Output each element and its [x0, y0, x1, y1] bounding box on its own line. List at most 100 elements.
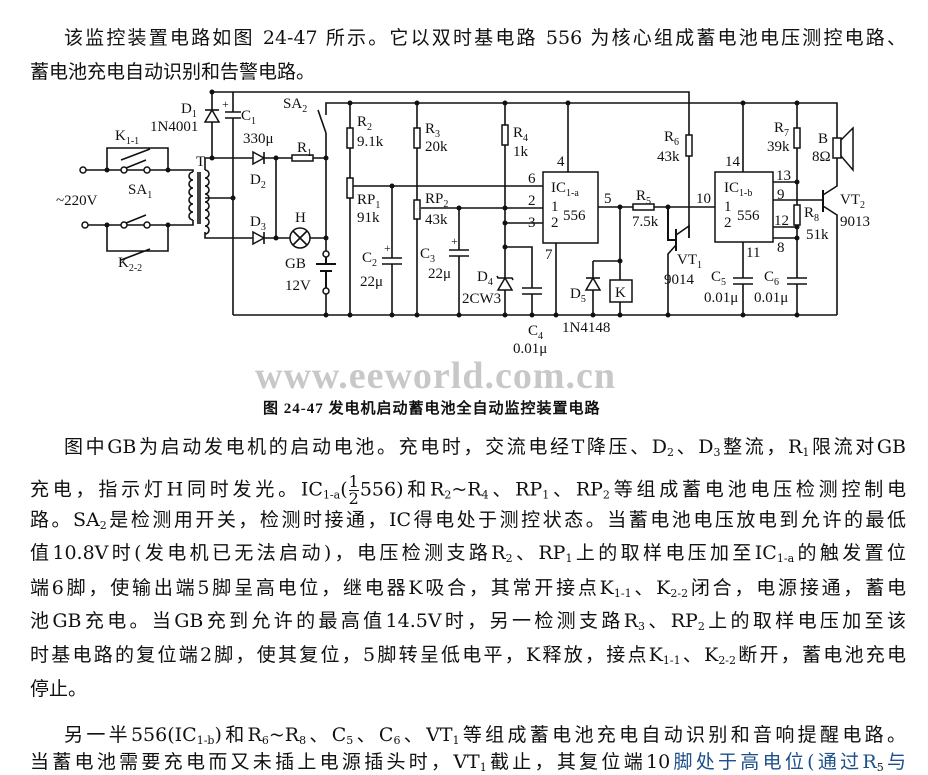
label-text: C	[420, 246, 430, 262]
text-run: 、VT	[400, 724, 453, 746]
label-p5: 5	[604, 191, 612, 207]
component-labels: D11N4001C1330μK1-1TD2R1SA2SA1~220VD3HK2-…	[56, 96, 870, 357]
label-d4: D4	[477, 269, 493, 288]
label-text: C	[764, 269, 774, 285]
label-text: R	[297, 140, 307, 156]
text-run: 截止，其复位端10	[486, 751, 671, 773]
label-text: D	[477, 269, 488, 285]
label-subscript: 2	[302, 104, 307, 115]
diode-d5-icon	[584, 276, 602, 291]
text-run: 556)和R	[359, 478, 445, 501]
subscript: 2-2	[670, 587, 689, 600]
label-subscript: 2	[372, 258, 377, 269]
label-text: H	[295, 210, 306, 226]
label-subscript: 5	[581, 294, 586, 305]
resistor-r4-icon	[501, 124, 509, 146]
relay-contact-k22-icon	[106, 225, 169, 261]
label-subscript: 1-a	[566, 188, 579, 199]
label-text: 20k	[425, 139, 448, 155]
label-text: 1	[551, 199, 559, 215]
label-c4: C4	[528, 323, 543, 342]
label-p10: 10	[696, 191, 711, 207]
diode-d2-icon	[252, 150, 266, 166]
fraction-numerator: 1	[348, 472, 359, 491]
subscript: 3	[713, 446, 721, 459]
label-text: 2	[551, 215, 559, 231]
label-rp2v: 43k	[425, 212, 448, 228]
label-c3v: 22μ	[428, 266, 451, 282]
label-subscript: 4	[488, 277, 493, 288]
text-run: 等组成蓄电池电压检测控制电	[609, 478, 907, 501]
subscript: 1	[479, 761, 487, 774]
label-k22: K2-2	[118, 255, 142, 274]
text-run: 该监控装置电路如图 24-47 所示。它以双时基电路 556 为核心组成蓄电池电…	[64, 27, 906, 49]
label-text: 7	[545, 247, 553, 263]
label-p13: 13	[776, 168, 791, 184]
text-run: 停止。	[30, 678, 88, 700]
subscript: 2	[505, 552, 513, 565]
battery-gb-icon	[316, 250, 336, 295]
text-line: 当蓄电池需要充电而又未插上电源插头时，VT1截止，其复位端10脚处于高电位(通过…	[30, 749, 906, 775]
subscript: 1-b	[196, 734, 215, 747]
fraction-denominator: 2	[348, 489, 359, 508]
text-run: (	[340, 478, 348, 501]
label-p6: 6	[528, 171, 536, 187]
label-sa2: SA2	[283, 96, 307, 115]
resistor-r3-icon	[413, 127, 421, 149]
label-p3: 3	[528, 215, 536, 231]
label-rp2: RP2	[425, 191, 448, 210]
subscript: 1-1	[613, 587, 632, 600]
label-subscript: 1	[251, 116, 256, 127]
text-run: 限流对GB	[809, 436, 906, 458]
label-subscript: 2-2	[129, 263, 142, 274]
label-d5: D5	[570, 286, 586, 305]
label-text: 3	[528, 215, 536, 231]
label-text: 43k	[425, 212, 448, 228]
label-subscript: 1	[192, 109, 197, 120]
text-run: 池GB充电。当GB充到允许的最高值14.5V时，另一检测支路R	[30, 610, 639, 632]
label-r2v: 9.1k	[357, 134, 384, 150]
resistor-r2-icon	[346, 127, 354, 149]
text-run: 当蓄电池需要充电而又未插上电源插头时，VT	[30, 751, 480, 773]
circuit-diagram: www.eeworld.com.cn +	[56, 89, 870, 417]
label-1n4001: 1N4001	[150, 119, 198, 135]
terminal-icon	[81, 221, 89, 229]
label-text: T	[196, 154, 205, 170]
label-subscript: 6	[674, 137, 679, 148]
text-run: 、RP	[512, 542, 566, 564]
label-text: 8	[777, 240, 785, 256]
label-text: 0.01μ	[704, 290, 738, 306]
label-text: 556	[737, 208, 760, 224]
label-ica_d: 2	[551, 215, 559, 231]
label-text: 2	[528, 193, 536, 209]
label-text: R	[804, 205, 814, 221]
potentiometer-rp1-icon	[346, 177, 354, 199]
label-c1v: 330μ	[243, 131, 274, 147]
ic1a-chip	[542, 171, 599, 244]
lamp-h-icon	[289, 227, 311, 249]
label-subscript: 1-1	[126, 136, 139, 147]
label-subscript: 1	[375, 200, 380, 211]
transformer-icon	[188, 169, 210, 235]
label-text: C	[241, 108, 251, 124]
subscript: 2	[99, 519, 107, 532]
label-text: C	[528, 323, 538, 339]
label-c2v: 22μ	[360, 274, 383, 290]
ic1b-chip	[714, 171, 774, 243]
label-text: K	[615, 285, 626, 301]
subscript: 2	[697, 620, 705, 633]
potentiometer-rp2-icon	[413, 199, 421, 220]
label-p14: 14	[725, 154, 741, 170]
text-run: 、C	[353, 724, 394, 746]
text-run: 、K	[680, 644, 719, 666]
text-line: 图中GB为启动发电机的启动电池。充电时，交流电经T降压、D2、D3整流，R1限流…	[64, 434, 906, 460]
text-run: 另一半556(IC	[64, 724, 197, 746]
text-run: 路。SA	[30, 509, 100, 531]
label-subscript: 1-b	[739, 188, 752, 199]
label-r4: R4	[513, 125, 528, 144]
label-p7: 7	[545, 247, 553, 263]
label-vt1: VT1	[677, 252, 702, 271]
label-vt2: VT2	[840, 192, 865, 211]
diode-d1-icon	[203, 108, 221, 123]
text-line: 蓄电池充电自动识别和告警电路。	[30, 59, 906, 85]
